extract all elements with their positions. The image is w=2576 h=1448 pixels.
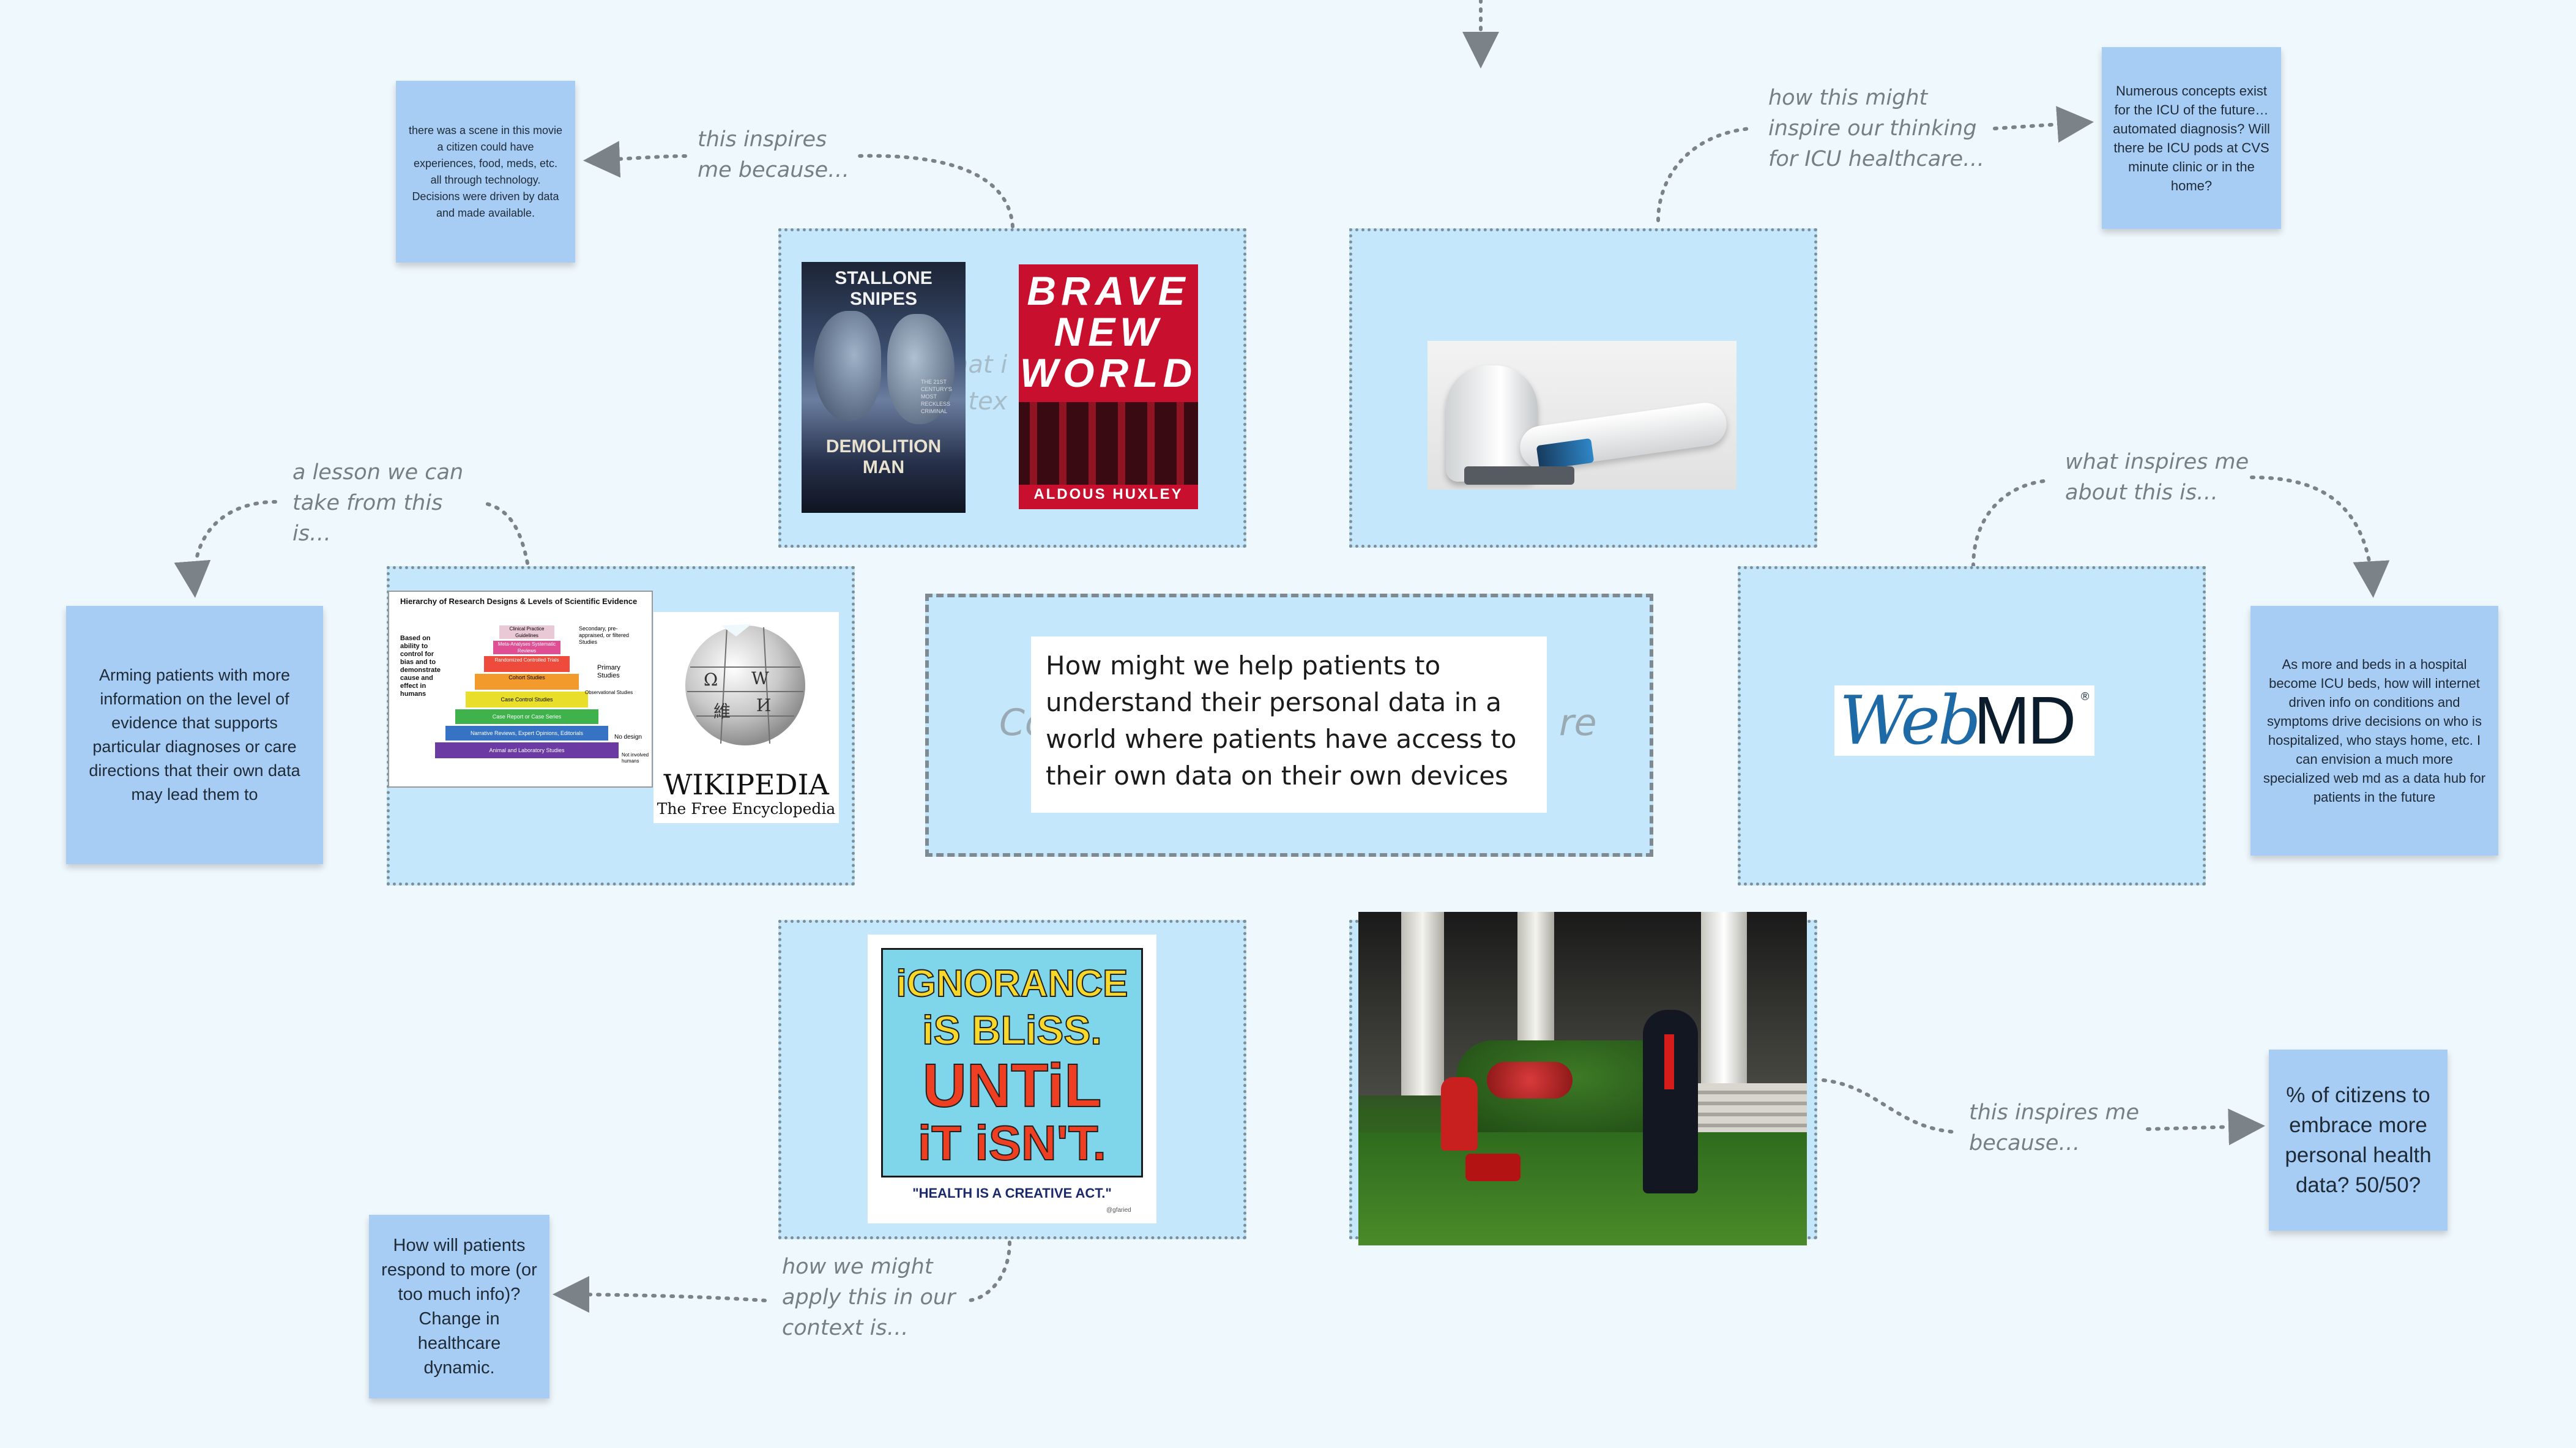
pyramid-note-5: Not involved humans: [622, 752, 649, 764]
connector-prompt-to-sticky-citizens: [2146, 1108, 2265, 1146]
connector-webmd-to-prompt: [1971, 479, 2052, 568]
connector-prompt-to-sticky-evidence: [174, 500, 277, 598]
ignorance-is-bliss-poster[interactable]: iGNORANCE iS BLiSS. UNTiL iT iSN'T. "HEA…: [868, 935, 1156, 1223]
svg-text:И: И: [756, 695, 771, 715]
connector-icu-to-prompt: [1656, 127, 1752, 222]
pyramid-level-6: Case Report or Case Series: [455, 709, 598, 724]
photo-flowers: [1487, 1062, 1573, 1099]
photo-column-3: [1701, 912, 1747, 1114]
demolition-man-poster[interactable]: STALLONE SNIPES THE 21ST CENTURY'S MOST …: [802, 262, 966, 513]
photo-lawn: [1358, 1132, 1807, 1245]
demolition-top-text: STALLONE SNIPES: [835, 268, 932, 309]
pyramid-level-1: Clinical Practice Guidelines: [499, 625, 554, 639]
pyramid-level-7: Narrative Reviews, Expert Opinions, Edit…: [445, 726, 608, 741]
ignorance-line1: iGNORANCE: [896, 962, 1129, 1006]
connector-evidence-to-prompt: [482, 501, 529, 565]
bnw-figures: [1019, 402, 1198, 485]
pyramid-level-5: Case Control Studies: [466, 692, 588, 707]
ignorance-line4: iT iSN'T.: [917, 1115, 1107, 1171]
prompt-top-left: this inspires me because…: [698, 127, 850, 182]
icu-pod-hood: [1446, 365, 1538, 482]
sticky-note-evidence[interactable]: Arming patients with more information on…: [66, 606, 323, 864]
pyramid-title: Hierarchy of Research Designs & Levels o…: [400, 597, 638, 606]
svg-text:Ω: Ω: [704, 670, 718, 690]
demolition-face-left: [814, 311, 881, 421]
connector-demolition-to-prompt: [855, 154, 1014, 228]
center-ghost-right: re: [1559, 701, 1597, 744]
brave-new-world-cover[interactable]: BRAVE NEW WORLD ALDOUS HUXLEY: [1019, 264, 1198, 509]
ignorance-caption: "HEALTH IS A CREATIVE ACT.": [912, 1185, 1112, 1201]
pyramid-level-3: Randomized Controlled Trials: [484, 656, 570, 672]
prompt-bottom-right: this inspires me because…: [1969, 1100, 2139, 1155]
connector-prompt-to-sticky-demolition: [583, 141, 687, 178]
svg-text:維: 維: [713, 701, 731, 722]
webmd-reg: ®: [2081, 690, 2090, 703]
bnw-line3: WORLD: [1019, 350, 1197, 395]
prompt-top-right: how this might inspire our thinking for …: [1768, 86, 1985, 171]
connector-prompt-to-sticky-webmd: [2250, 476, 2390, 598]
ignorance-line3: UNTiL: [922, 1051, 1103, 1121]
ignorance-line2: iS BLiSS.: [921, 1007, 1102, 1053]
connector-ignorance-to-prompt: [965, 1241, 1011, 1302]
wikipedia-tagline: The Free Encyclopedia: [657, 800, 836, 818]
pyramid-level-4: Cohort Studies: [475, 674, 579, 690]
connector-prompt-to-sticky-ignorance: [553, 1276, 767, 1313]
pyramid-note-2: Primary Studies: [597, 664, 620, 679]
pyramid-note-4: No design: [614, 734, 642, 741]
icu-pod-image[interactable]: [1428, 341, 1737, 490]
ignorance-panel: [881, 948, 1143, 1177]
webmd-logo[interactable]: Web MD ®: [1834, 685, 2094, 756]
wikipedia-name: WIKIPEDIA: [663, 768, 829, 801]
pyramid-level-2: Meta-Analyses Systematic Reviews: [493, 641, 560, 654]
prompt-mid-left: a lesson we can take from this is…: [292, 460, 464, 546]
sticky-note-citizens[interactable]: % of citizens to embrace more personal h…: [2269, 1050, 2448, 1231]
pyramid-note-3: Observational Studies: [585, 690, 633, 695]
prompt-bottom-left: how we might apply this in our context i…: [782, 1255, 956, 1340]
pyramid-note-1: Secondary, pre-appraised, or filtered St…: [579, 625, 630, 645]
webmd-web: Web: [1839, 685, 1981, 756]
webmd-md: MD: [1974, 685, 2076, 756]
sticky-note-webmd[interactable]: As more and beds in a hospital become IC…: [2250, 606, 2498, 856]
sticky-note-icu[interactable]: Numerous concepts exist for the ICU of t…: [2102, 47, 2281, 229]
icu-pod-base: [1464, 466, 1574, 485]
bnw-author: ALDOUS HUXLEY: [1033, 486, 1183, 502]
ignorance-signature: @gfaried: [1106, 1207, 1131, 1214]
connector-trump-to-prompt: [1822, 1078, 1960, 1134]
evidence-pyramid-image[interactable]: Hierarchy of Research Designs & Levels o…: [388, 591, 653, 788]
bnw-line1: BRAVE: [1027, 268, 1190, 313]
pyramid-left-note: Based on ability to control for bias and…: [400, 635, 441, 698]
svg-text:W: W: [751, 668, 769, 689]
wikipedia-globe-icon: Ω WИ 維: [685, 624, 805, 745]
demolition-face-right: [887, 314, 955, 424]
sticky-note-ignorance[interactable]: How will patients respond to more (or to…: [369, 1215, 549, 1398]
sticky-note-demolition[interactable]: there was a scene in this movie a citize…: [396, 81, 575, 263]
photo-man-tie: [1664, 1034, 1674, 1089]
bnw-line2: NEW: [1054, 309, 1163, 354]
white-house-lawn-photo[interactable]: [1358, 912, 1807, 1245]
demolition-title: DEMOLITION MAN: [825, 436, 942, 477]
photo-column-1: [1401, 912, 1444, 1095]
connector-prompt-to-sticky-icu: [1993, 106, 2094, 143]
demolition-middle-text: THE 21ST CENTURY'S MOST RECKLESS CRIMINA…: [921, 379, 953, 414]
photo-mower: [1465, 1154, 1521, 1181]
prompt-mid-right: what inspires me about this is…: [2065, 450, 2249, 505]
pyramid-level-8: Animal and Laboratory Studies: [435, 742, 619, 758]
how-might-we-question[interactable]: How might we help patients to understand…: [1031, 636, 1547, 813]
photo-boy: [1441, 1077, 1478, 1151]
